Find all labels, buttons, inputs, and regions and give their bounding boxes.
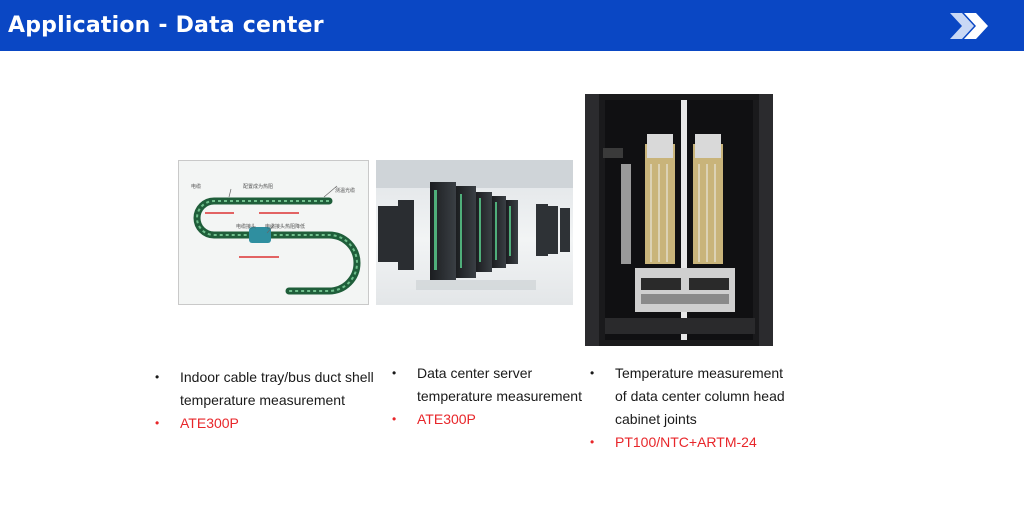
diagram-label: 配置成为热阻 <box>243 184 274 190</box>
application-description: Indoor cable tray/bus duct shell tempera… <box>180 369 374 408</box>
list-item: • Temperature measurement of data center… <box>590 362 790 431</box>
bullet-icon: • <box>392 366 397 380</box>
list-item: • Data center server temperature measure… <box>392 362 592 408</box>
application-description: Temperature measurement of data center c… <box>615 365 785 427</box>
diagram-label: 电缆接头 <box>236 224 257 230</box>
bullet-icon: • <box>590 366 595 380</box>
application-column-2: • Data center server temperature measure… <box>392 362 592 431</box>
diagram-label: 电缆 <box>191 184 202 190</box>
application-description: Data center server temperature measureme… <box>417 365 582 404</box>
bullet-icon: • <box>155 416 160 430</box>
page-title: Application - Data center <box>8 13 324 38</box>
bullet-icon: • <box>392 412 397 426</box>
product-name: PT100/NTC+ARTM-24 <box>615 434 757 450</box>
application-column-3: • Temperature measurement of data center… <box>590 362 790 454</box>
product-name: ATE300P <box>180 415 239 431</box>
header-bar: Application - Data center <box>0 0 1024 51</box>
diagram-label: 电缆接头热阻降低 <box>265 224 306 230</box>
bullet-icon: • <box>590 435 595 449</box>
product-name: ATE300P <box>417 411 476 427</box>
list-item: • PT100/NTC+ARTM-24 <box>590 431 790 454</box>
list-item: • Indoor cable tray/bus duct shell tempe… <box>155 366 380 412</box>
list-item: • ATE300P <box>392 408 592 431</box>
double-chevron-right-icon <box>950 13 988 39</box>
list-item: • ATE300P <box>155 412 380 435</box>
bullet-icon: • <box>155 370 160 384</box>
diagram-label: 测温光缆 <box>335 188 356 194</box>
data-center-servers-photo <box>376 160 573 305</box>
application-column-1: • Indoor cable tray/bus duct shell tempe… <box>155 366 380 435</box>
cable-tray-diagram: 电缆 配置成为热阻 电缆接头 电缆接头热阻降低 测温光缆 <box>178 160 369 305</box>
column-head-cabinet-photo <box>585 94 773 346</box>
